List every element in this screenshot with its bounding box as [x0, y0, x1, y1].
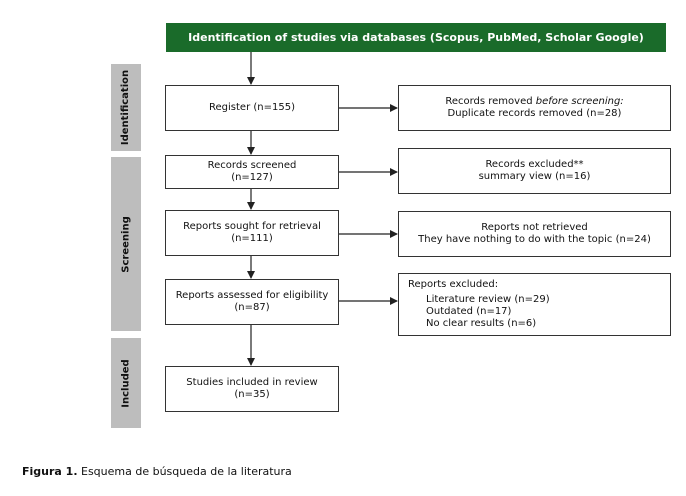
- phase-included: Included: [111, 338, 141, 428]
- box-records-removed: Records removed before screening: Duplic…: [398, 85, 671, 131]
- reports-excluded-item: Literature review (n=29): [426, 294, 550, 305]
- header-title: Identification of studies via databases …: [188, 31, 644, 44]
- excluded-line2: summary view (n=16): [478, 171, 591, 182]
- screened-line1: Records screened: [207, 160, 297, 171]
- box-reports-not-retrieved: Reports not retrieved They have nothing …: [398, 211, 671, 257]
- included-line2: (n=35): [234, 389, 270, 400]
- assessed-line2: (n=87): [234, 302, 270, 313]
- not-retrieved-line2: They have nothing to do with the topic (…: [418, 234, 651, 245]
- figure-caption: Figura 1. Esquema de búsqueda de la lite…: [22, 465, 292, 478]
- box-reports-assessed: Reports assessed for eligibility (n=87): [165, 279, 339, 325]
- assessed-line1: Reports assessed for eligibility: [175, 290, 329, 301]
- sought-line1: Reports sought for retrieval: [183, 221, 321, 232]
- not-retrieved-line1: Reports not retrieved: [481, 222, 588, 233]
- reports-excluded-title: Reports excluded:: [408, 279, 499, 290]
- box-register: Register (n=155): [165, 85, 339, 131]
- box-studies-included: Studies included in review (n=35): [165, 366, 339, 412]
- caption-text: Esquema de búsqueda de la literatura: [77, 465, 292, 478]
- reports-excluded-item: No clear results (n=6): [426, 318, 537, 329]
- box-reports-excluded: Reports excluded: Literature review (n=2…: [398, 273, 671, 336]
- removed-line2: Duplicate records removed (n=28): [447, 108, 622, 119]
- removed-line1-emph: before screening:: [535, 96, 624, 107]
- box-records-screened: Records screened (n=127): [165, 155, 339, 189]
- removed-line1: Records removed before screening:: [445, 96, 623, 108]
- phase-identification: Identification: [111, 64, 141, 151]
- caption-label: Figura 1.: [22, 465, 78, 478]
- included-line1: Studies included in review: [186, 377, 318, 388]
- box-reports-sought: Reports sought for retrieval (n=111): [165, 210, 339, 256]
- screened-line2: (n=127): [231, 172, 273, 183]
- register-text: Register (n=155): [209, 102, 295, 113]
- excluded-line1: Records excluded**: [485, 159, 584, 170]
- removed-line1-prefix: Records removed: [445, 96, 536, 107]
- sought-line2: (n=111): [231, 233, 273, 244]
- box-records-excluded: Records excluded** summary view (n=16): [398, 148, 671, 194]
- diagram-header: Identification of studies via databases …: [166, 23, 666, 52]
- reports-excluded-item: Outdated (n=17): [426, 306, 512, 317]
- phase-screening: Screening: [111, 157, 141, 331]
